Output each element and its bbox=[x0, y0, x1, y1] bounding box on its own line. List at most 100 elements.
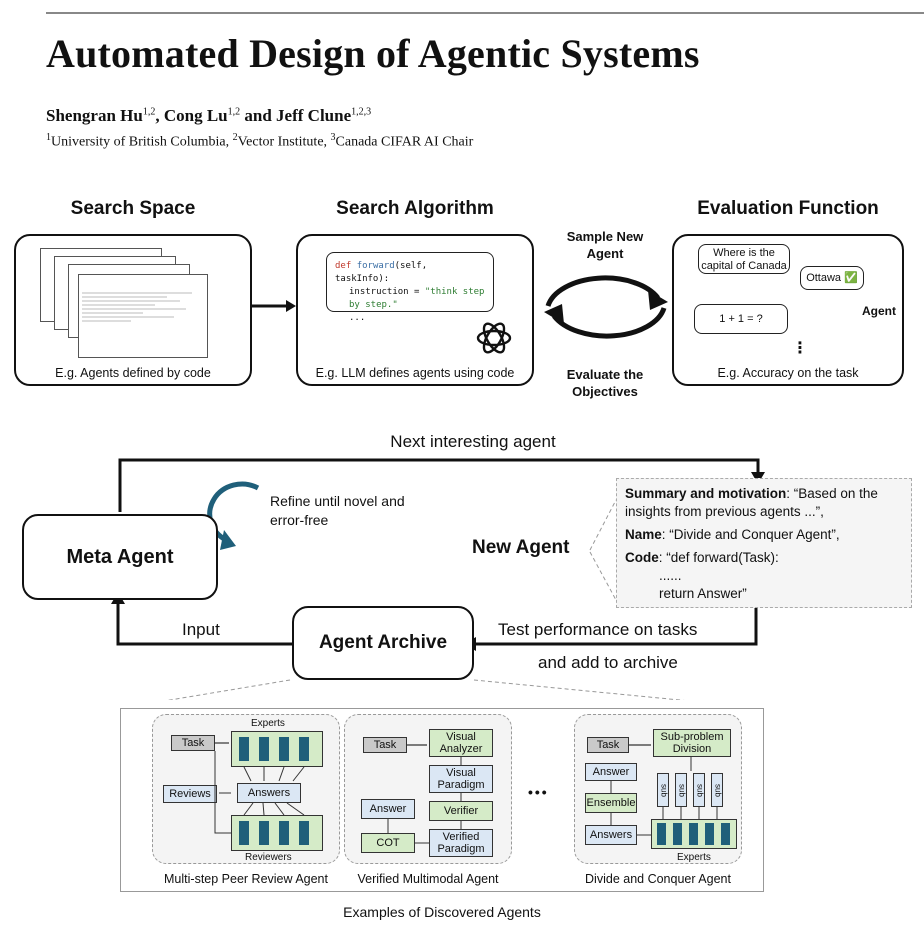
ensemble-node: Ensemble bbox=[585, 793, 637, 813]
dashed-connector bbox=[473, 679, 685, 700]
task-node: Task bbox=[363, 737, 407, 753]
affiliation: University of British Columbia bbox=[51, 134, 226, 150]
answer-node: Answer bbox=[361, 799, 415, 819]
code-line bbox=[82, 312, 143, 314]
evaluation-panel: Where is the capital of Canada Ottawa ✅ … bbox=[672, 234, 904, 386]
next-interesting-agent-label: Next interesting agent bbox=[390, 432, 556, 451]
affiliation-list: 1University of British Columbia, 2Vector… bbox=[46, 132, 473, 151]
answer-text: Ottawa bbox=[806, 272, 842, 284]
answer-node: Answer bbox=[585, 763, 637, 781]
experts-label: Experts bbox=[677, 852, 711, 863]
multimodal-diagram bbox=[387, 744, 462, 844]
author-sup: 1,2 bbox=[227, 106, 241, 118]
author-name: Cong Lu bbox=[163, 106, 228, 125]
summary-row: Summary and motivation: “Based on the in… bbox=[625, 485, 903, 521]
code-keyword: def bbox=[335, 261, 352, 271]
name-row: Name: “Divide and Conquer Agent”, bbox=[625, 526, 903, 544]
affil-sup: 3 bbox=[330, 132, 336, 143]
verifier-node: Verifier bbox=[429, 801, 493, 821]
author-list: Shengran Hu1,2, Cong Lu1,2 and Jeff Clun… bbox=[46, 106, 371, 126]
search-space-panel: E.g. Agents defined by code bbox=[14, 234, 252, 386]
sub-node: sub bbox=[693, 773, 705, 807]
code-line bbox=[82, 296, 168, 298]
visual-analyzer-node: Visual Analyzer bbox=[429, 729, 493, 757]
peer-review-card: Task Experts Answers Reviews Reviewers bbox=[152, 714, 340, 864]
affil-sep: , bbox=[323, 134, 331, 150]
check-icon: ✅ bbox=[844, 272, 858, 284]
meta-agent-label: Meta Agent bbox=[66, 545, 174, 568]
code-line bbox=[82, 320, 131, 322]
task-node: Task bbox=[587, 737, 629, 753]
verified-paradigm-node: Verified Paradigm bbox=[429, 829, 493, 857]
code-line bbox=[82, 284, 204, 290]
name-label: Name bbox=[625, 527, 662, 542]
add-to-archive-label: and add to archive bbox=[538, 653, 678, 672]
search-space-title: Search Space bbox=[70, 198, 196, 219]
author-sup: 1,2,3 bbox=[351, 106, 372, 118]
dashed-connector bbox=[166, 679, 291, 700]
test-performance-label: Test performance on tasks bbox=[498, 620, 698, 639]
affil-sup: 2 bbox=[232, 132, 238, 143]
code-line bbox=[82, 300, 180, 302]
author-sep: , bbox=[155, 106, 164, 125]
meta-agent-box: Meta Agent bbox=[22, 514, 218, 600]
summary-label: Summary and motivation bbox=[625, 486, 787, 501]
code-row: Code: “def forward(Task): bbox=[625, 549, 903, 567]
divide-conquer-diagram bbox=[610, 744, 730, 845]
code-line bbox=[82, 292, 192, 294]
new-agent-label: New Agent bbox=[472, 537, 570, 558]
refine-label: Refine until novel and error-free bbox=[270, 493, 405, 528]
author-name: Shengran Hu bbox=[46, 106, 143, 125]
search-cycle-arrows bbox=[544, 275, 668, 339]
code-string: "think step by step." bbox=[349, 287, 485, 310]
search-algorithm-caption: E.g. LLM defines agents using code bbox=[315, 366, 515, 380]
examples-frame bbox=[120, 708, 764, 892]
code-line bbox=[82, 308, 186, 310]
search-space-caption: E.g. Agents defined by code bbox=[55, 366, 211, 380]
reviewers-label: Reviewers bbox=[245, 852, 292, 863]
search-algorithm-title: Search Algorithm bbox=[336, 198, 494, 219]
multimodal-card: Task Visual Analyzer Visual Paradigm Ver… bbox=[344, 714, 512, 864]
answers-node: Answers bbox=[585, 825, 637, 845]
author-sep: and bbox=[240, 106, 277, 125]
code-args: (self, taskInfo): bbox=[335, 261, 428, 284]
affil-sep: , bbox=[225, 134, 233, 150]
sub-node: sub bbox=[675, 773, 687, 807]
cot-node: COT bbox=[361, 833, 415, 853]
search-algorithm-panel: def forward(self, taskInfo): instruction… bbox=[296, 234, 534, 386]
evaluation-caption: E.g. Accuracy on the task bbox=[717, 366, 859, 380]
affiliation: Vector Institute bbox=[237, 134, 324, 150]
divide-conquer-card: Task Sub-problem Division Answer Ensembl… bbox=[574, 714, 742, 864]
paper-title: Automated Design of Agentic Systems bbox=[46, 31, 700, 76]
experts-label: Experts bbox=[251, 718, 285, 729]
openai-logo-icon bbox=[476, 322, 512, 354]
sub-node: sub bbox=[711, 773, 723, 807]
code-text: instruction = bbox=[349, 287, 425, 297]
flow-arrow bbox=[252, 300, 296, 312]
peer-review-caption: Multi-step Peer Review Agent bbox=[164, 872, 328, 886]
code-bubble: def forward(self, taskInfo): instruction… bbox=[326, 252, 494, 323]
more-examples-ellipsis: ••• bbox=[528, 784, 549, 800]
code-function: forward bbox=[356, 261, 395, 271]
peer-review-diagram bbox=[214, 737, 309, 845]
task-node: Task bbox=[171, 735, 215, 751]
visual-paradigm-node: Visual Paradigm bbox=[429, 765, 493, 793]
author-sup: 1,2 bbox=[142, 106, 156, 118]
summary-text: : “Based on the insights from previous a… bbox=[625, 486, 878, 519]
more-dots: ⋮ bbox=[792, 340, 808, 357]
examples-caption: Examples of Discovered Agents bbox=[343, 904, 541, 920]
affiliation: Canada CIFAR AI Chair bbox=[335, 134, 474, 150]
agent-label: Agent bbox=[862, 304, 896, 318]
dashed-connector bbox=[589, 551, 617, 601]
question-bubble: Where is the capital of Canada bbox=[698, 244, 790, 274]
author-name: Jeff Clune bbox=[276, 106, 352, 125]
code-dots: ...... bbox=[659, 568, 682, 583]
sub-node: sub bbox=[657, 773, 669, 807]
code-line bbox=[82, 316, 174, 318]
multimodal-caption: Verified Multimodal Agent bbox=[357, 872, 499, 886]
code-text: : “def forward(Task): bbox=[658, 550, 779, 565]
code-page-front bbox=[78, 274, 208, 358]
code-line: instruction = "think step by step." bbox=[335, 286, 485, 312]
code-return: return Answer” bbox=[659, 586, 747, 601]
new-agent-card: Summary and motivation: “Based on the in… bbox=[616, 478, 912, 608]
